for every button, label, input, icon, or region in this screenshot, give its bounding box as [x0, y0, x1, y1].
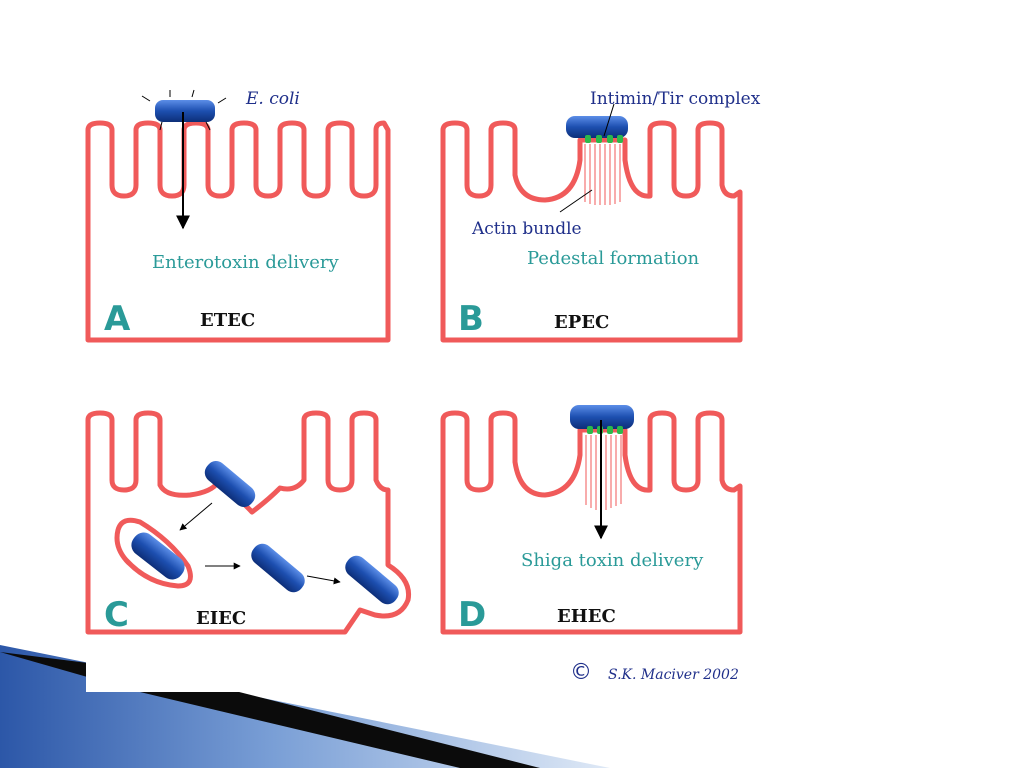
enterotoxin-label: Enterotoxin delivery [152, 252, 339, 273]
panel-a: E. coli Enterotoxin delivery A ETEC [85, 89, 391, 343]
panel-letter-b: B [458, 299, 484, 339]
panel-b: Intimin/Tir complex Actin bundle Pedesta… [440, 89, 761, 343]
decorative-corner [0, 640, 766, 768]
credit: © S.K. Maciver 2002 [570, 660, 739, 685]
strain-label-ehec: EHEC [557, 606, 616, 627]
credit-text: S.K. Maciver 2002 [608, 667, 739, 683]
strain-label-eiec: EIEC [196, 608, 246, 629]
intimin-tir-dots-b [585, 135, 623, 143]
cell-membrane-d [440, 410, 743, 635]
copyright-symbol: © [570, 660, 592, 685]
strain-label-epec: EPEC [554, 312, 609, 333]
pedestal-label: Pedestal formation [527, 248, 700, 269]
bacterium-c3 [251, 543, 305, 593]
bacterium-label: E. coli [245, 89, 300, 109]
actin-bundle-d [585, 435, 622, 510]
actin-bundle-b [584, 144, 621, 205]
cell-membrane-c [85, 410, 412, 635]
actin-bundle-label: Actin bundle [471, 219, 582, 239]
panel-d: Shiga toxin delivery D EHEC [440, 405, 743, 635]
strain-label-etec: ETEC [200, 310, 255, 331]
bacterium-c4 [345, 555, 399, 605]
bacterium-b [566, 116, 628, 138]
bacterium-a [141, 89, 227, 131]
panel-letter-d: D [458, 595, 486, 635]
panel-letter-a: A [104, 299, 131, 339]
panel-c: C EIEC [85, 410, 412, 635]
intimin-tir-label: Intimin/Tir complex [590, 89, 761, 109]
vacuole-c [114, 517, 193, 589]
cell-membrane-a [85, 120, 391, 343]
cell-membrane-b [440, 120, 743, 343]
bacterium-d [570, 405, 634, 429]
shiga-toxin-label: Shiga toxin delivery [521, 550, 704, 571]
bacterium-c2 [131, 532, 185, 580]
panel-letter-c: C [104, 595, 129, 635]
bacterium-c1 [204, 461, 256, 507]
